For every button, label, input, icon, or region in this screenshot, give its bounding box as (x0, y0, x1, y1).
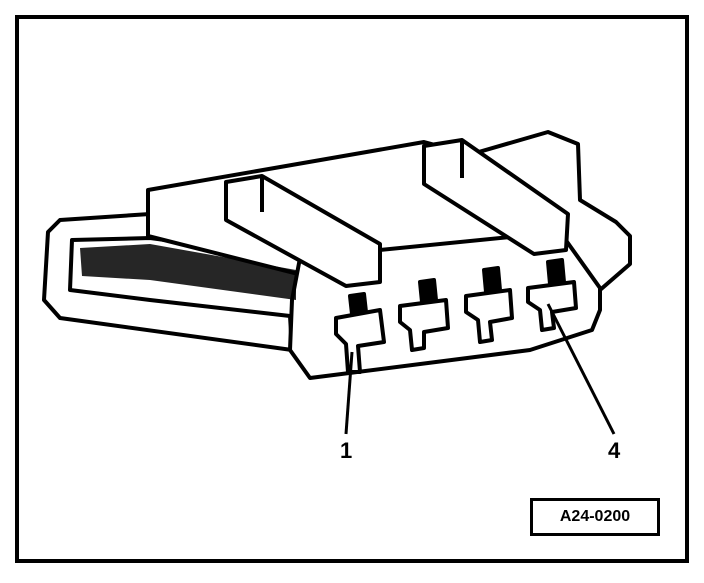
lug-shadow (80, 244, 296, 300)
leader-line-1 (344, 351, 354, 435)
terminal-4 (526, 258, 578, 332)
top-ribs (224, 138, 570, 288)
terminal-1 (334, 292, 386, 374)
figure-frame (15, 15, 689, 563)
terminal-3 (464, 266, 514, 344)
leader-lines (344, 303, 616, 435)
figure-reference-code: A24-0200 (530, 498, 660, 536)
terminal-2 (398, 278, 450, 352)
callout-label-4: 4 (608, 438, 621, 463)
callout-label-1: 1 (340, 438, 353, 463)
leader-line-4 (546, 303, 616, 435)
terminal-cavities (334, 258, 578, 374)
